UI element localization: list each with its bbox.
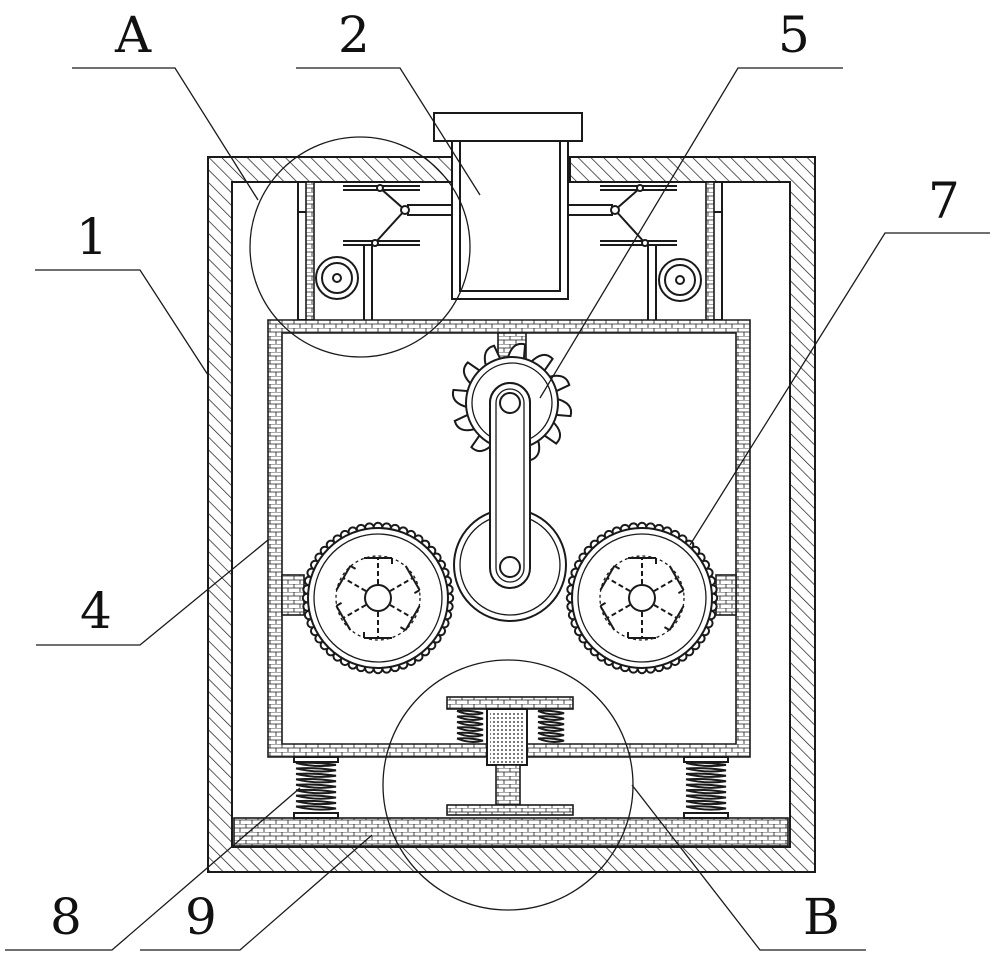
leader-lines <box>5 67 990 951</box>
left-support-spring <box>293 756 339 819</box>
detail-circle-b <box>382 659 634 911</box>
callout-B: B <box>803 888 840 946</box>
right-crushing-roller <box>565 521 719 675</box>
callout-7: 7 <box>928 172 960 230</box>
callout-4: 4 <box>80 582 112 640</box>
callout-2: 2 <box>338 6 370 64</box>
base-plate <box>233 817 789 847</box>
callout-1: 1 <box>76 208 108 266</box>
callout-9: 9 <box>185 888 217 946</box>
left-linkage-mechanism <box>297 181 453 322</box>
right-support-spring <box>683 756 729 819</box>
damper-assembly <box>446 696 574 816</box>
lower-pulley-hub <box>499 556 521 578</box>
upper-pulley-hub <box>499 392 521 414</box>
right-bearing-block <box>715 574 737 616</box>
callout-A: A <box>114 6 152 64</box>
drive-chain-belt-inner <box>495 388 525 583</box>
left-crushing-roller <box>301 521 455 675</box>
feed-hopper <box>433 112 583 300</box>
callout-8: 8 <box>50 888 82 946</box>
drive-chain-belt-front <box>489 382 531 589</box>
callout-5: 5 <box>778 6 810 64</box>
right-linkage-mechanism <box>567 181 723 322</box>
left-bearing-block <box>281 574 305 616</box>
detail-circle-a <box>249 136 471 358</box>
